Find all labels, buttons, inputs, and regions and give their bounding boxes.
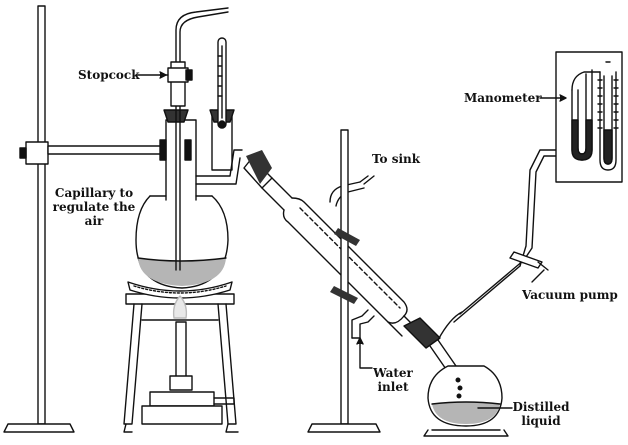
label-capillary-line-2: regulate the (52, 200, 136, 214)
label-stopcock: Stopcock (78, 68, 140, 82)
label-manometer: Manometer (464, 91, 542, 105)
stopcock (159, 61, 193, 107)
capillary-tube (175, 7, 229, 271)
thermometer (217, 37, 227, 129)
distilling-flask (135, 109, 243, 289)
receiver-flask (423, 365, 509, 437)
label-distilled-liquid: Distilled liquid (508, 400, 574, 428)
vacuum-tubing (453, 149, 557, 323)
left-retort-stand (3, 5, 192, 433)
leader-lines (135, 71, 567, 409)
label-capillary: Capillary to regulate the air (52, 186, 136, 228)
manometer (555, 51, 623, 183)
label-distilled-liquid-line-1: Distilled (512, 400, 570, 414)
label-capillary-line-1: Capillary to (54, 186, 134, 200)
liebig-condenser (243, 150, 419, 339)
label-distilled-liquid-line-2: liquid (521, 414, 561, 428)
label-water-inlet-line-2: inlet (377, 380, 409, 394)
label-capillary-line-3: air (84, 214, 104, 228)
wire-gauze (127, 281, 233, 299)
label-vacuum-pump: Vacuum pump (522, 288, 618, 302)
label-to-sink: To sink (372, 152, 421, 166)
label-water-inlet: Water inlet (370, 366, 416, 394)
right-retort-stand (307, 129, 381, 433)
bunsen-burner (141, 295, 235, 425)
adapter (403, 311, 463, 373)
label-water-inlet-line-1: Water (373, 366, 413, 380)
